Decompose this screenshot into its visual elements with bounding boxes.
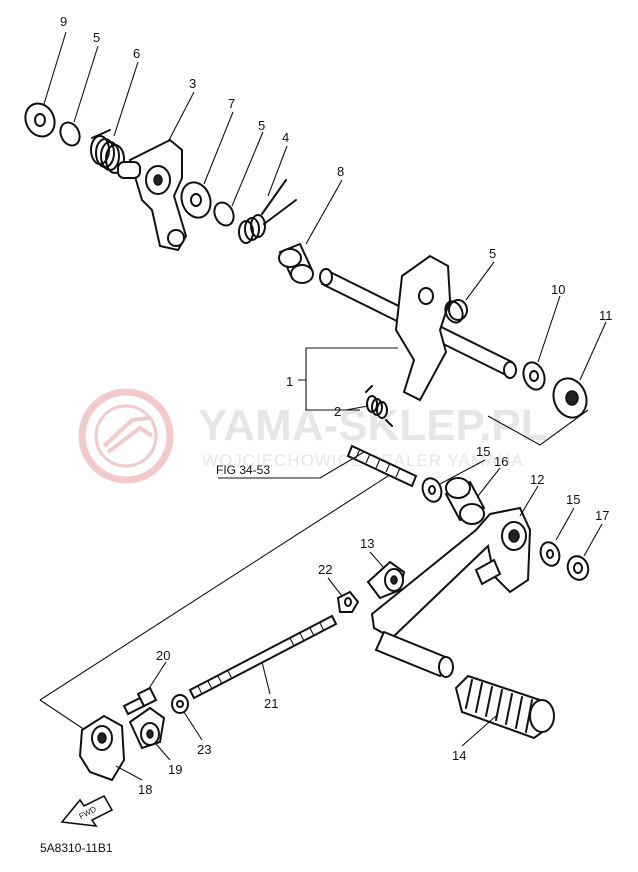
part-9-washer	[24, 102, 56, 138]
part-13-rod-end	[366, 560, 406, 600]
stud-bolt	[346, 444, 418, 488]
watermark: YAMA-SKLEP.PL WOJCIECHOWICZ DEALER YAMAH…	[78, 388, 548, 484]
part-15-washer-right	[539, 541, 561, 567]
part-3-shift-arm	[117, 138, 188, 252]
part-12-shift-pedal	[370, 506, 532, 678]
callout-5: 5	[258, 118, 265, 133]
part-15-washer-upper	[421, 477, 443, 503]
part-5-circlip-mid	[213, 201, 235, 227]
callout-10: 10	[551, 282, 565, 297]
callout-4: 4	[282, 130, 289, 145]
callout-14: 14	[452, 748, 466, 763]
part-4-spring	[238, 179, 297, 244]
callout-17: 17	[595, 508, 609, 523]
part-23-nut	[171, 694, 189, 714]
callout-3: 3	[189, 76, 196, 91]
part-18-shift-lever	[78, 714, 126, 782]
callout-16: 16	[494, 454, 508, 469]
part-20-bolt	[122, 686, 158, 716]
callout-12: 12	[530, 472, 544, 487]
part-10-washer	[522, 361, 546, 391]
forward-arrow-icon: FWD	[60, 794, 114, 827]
part-21-shift-rod	[188, 614, 338, 700]
part-2-spring	[365, 385, 393, 427]
part-19-rod-end	[128, 706, 166, 750]
callout-11: 11	[599, 308, 613, 323]
callout-15: 15	[566, 492, 580, 507]
part-14-pedal-rubber	[454, 674, 555, 740]
part-6-spring	[90, 129, 125, 174]
part-5-circlip-right	[444, 300, 464, 324]
callout-2: 2	[334, 404, 341, 419]
callout-labels: 9 5 6 3 7 5 4 8 5 10 11 1 2 15 16 12 15 …	[60, 14, 613, 797]
callout-9: 9	[60, 14, 67, 29]
part-1-shift-shaft	[319, 254, 517, 402]
callout-1: 1	[286, 374, 293, 389]
part-22-nut	[336, 590, 360, 613]
assembly-axis-lines	[39, 409, 589, 731]
callout-21: 21	[264, 696, 278, 711]
callout-6: 6	[133, 46, 140, 61]
part-5-circlip-top	[59, 121, 81, 147]
part-7-washer	[180, 181, 212, 219]
fig-reference: FIG 34-53	[216, 463, 270, 477]
callout-15: 15	[476, 444, 490, 459]
callout-20: 20	[156, 648, 170, 663]
part-8-bushing	[278, 242, 314, 284]
part-16-collar	[444, 477, 486, 525]
callout-5: 5	[93, 30, 100, 45]
callout-7: 7	[228, 96, 235, 111]
callout-19: 19	[168, 762, 182, 777]
part-11-oil-seal	[552, 377, 588, 419]
callout-23: 23	[197, 742, 211, 757]
watermark-logo	[78, 388, 174, 484]
callout-5: 5	[489, 246, 496, 261]
callout-13: 13	[360, 536, 374, 551]
callout-22: 22	[318, 562, 332, 577]
callout-8: 8	[337, 164, 344, 179]
part-17-circlip	[566, 555, 590, 581]
leader-lines	[43, 31, 607, 781]
part-code: 5A8310-11B1	[40, 841, 113, 855]
callout-18: 18	[138, 782, 152, 797]
